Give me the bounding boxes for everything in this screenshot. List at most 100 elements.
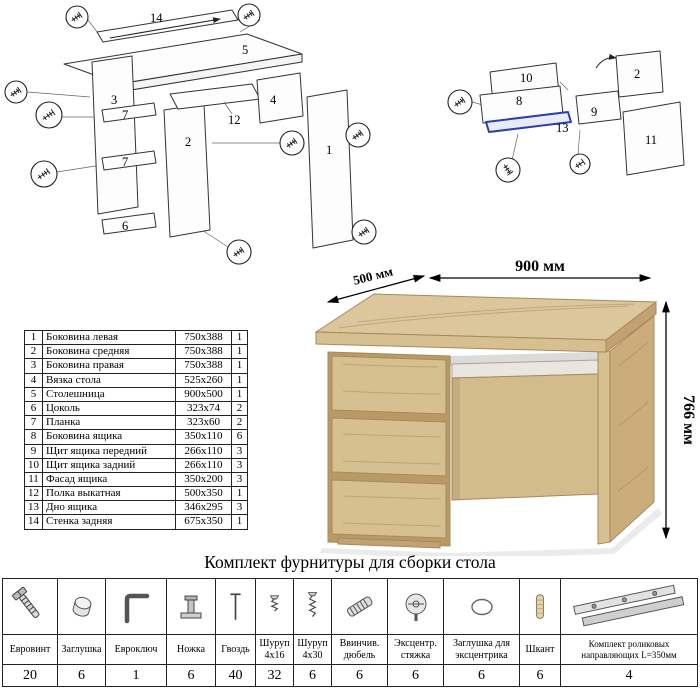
fastener-callout: [35, 101, 63, 129]
fastener-callout: [351, 219, 377, 245]
fastener-callout: [237, 3, 261, 27]
hex-key-icon: [124, 593, 150, 623]
part-name: Дно ящика: [42, 500, 176, 516]
part-qty: 3: [231, 457, 248, 473]
hardware-table: Евровинт Заглушка Евроключ Ножка Гвоздь …: [2, 578, 698, 687]
part-num: 13: [24, 500, 43, 516]
screw-long-icon: [307, 591, 318, 617]
hw-icon-cell: [106, 579, 167, 635]
part-num: 9: [24, 443, 43, 459]
leg-foot-icon: [180, 595, 202, 618]
part-qty: 1: [231, 386, 248, 402]
part-size: 323x74: [175, 400, 232, 417]
hw-icon-cell: [561, 579, 698, 635]
hw-icon-cell: [444, 579, 520, 635]
part-label: 7: [122, 155, 128, 169]
part-label: 8: [516, 94, 522, 108]
hw-label: Ввинчив. дюбель: [332, 635, 388, 665]
part-left-side: [91, 55, 139, 215]
hw-label: Шуруп 4x30: [294, 635, 332, 665]
cap-plug-icon: [72, 596, 91, 617]
part-label: 14: [150, 11, 163, 25]
part-facade: [622, 101, 685, 176]
hw-label: Шуруп 4x16: [256, 635, 294, 665]
part-tie: [256, 72, 304, 124]
part-name: Боковина правая: [42, 358, 176, 374]
height-dimension-label: 766 мм: [680, 395, 697, 445]
part-qty: 3: [231, 471, 248, 488]
hw-qty: 6: [520, 665, 561, 687]
part-size: 266x110: [175, 443, 232, 459]
part-name: Боковина средняя: [42, 344, 176, 360]
hw-icon-cell: [167, 579, 216, 635]
part-panel: [615, 50, 664, 98]
part-label: 2: [634, 67, 640, 81]
part-num: 4: [24, 372, 43, 388]
part-label: 6: [122, 219, 128, 233]
cam-lock-icon: [405, 593, 426, 621]
hw-label: Шкант: [520, 635, 561, 665]
fastener-callout: [279, 130, 305, 156]
part-name: Боковина левая: [42, 329, 176, 346]
part-num: 6: [24, 400, 43, 417]
fastener-callout: [345, 122, 371, 148]
part-size: 750x388: [175, 329, 232, 346]
hw-label: Евровинт: [3, 635, 58, 665]
part-name: Полка выкатная: [42, 486, 176, 502]
part-back-wall: [96, 9, 239, 43]
part-label: 9: [591, 105, 597, 119]
part-label: 3: [111, 93, 117, 107]
part-drawer-bottom: [485, 111, 572, 133]
part-size: 750x388: [175, 344, 232, 360]
part-num: 7: [24, 415, 43, 431]
hw-label: Комплект роликовых направляющих L=350мм: [561, 635, 698, 665]
fastener-callout: [226, 239, 252, 265]
hw-label: Заглушка для эксцентрика: [444, 635, 520, 665]
part-qty: 1: [231, 372, 248, 388]
part-num: 5: [24, 386, 43, 402]
part-size: 750x388: [175, 358, 232, 374]
exploded-diagram-desk: 14 5 3 7 7 6 2 12 4 1: [4, 3, 377, 265]
part-drawer-front: [575, 90, 622, 125]
part-num: 2: [24, 344, 43, 360]
hw-qty: 32: [256, 665, 294, 687]
fastener-callout: [569, 153, 591, 175]
hw-qty: 6: [167, 665, 216, 687]
fastener-callout: [65, 5, 89, 29]
hw-label: Ножка: [167, 635, 216, 665]
part-right-side: [306, 89, 354, 249]
part-label: 13: [556, 121, 569, 135]
screw-small-icon: [269, 594, 280, 611]
hw-label: Заглушка: [58, 635, 106, 665]
part-size: 350x110: [175, 429, 232, 445]
part-num: 10: [24, 457, 43, 473]
part-name: Стенка задняя: [42, 514, 176, 530]
wood-dowel-icon: [536, 593, 544, 619]
part-strip: [101, 102, 157, 123]
screw-dowel-icon: [346, 596, 373, 617]
part-label: 2: [185, 135, 191, 149]
part-label: 10: [520, 71, 533, 85]
hw-qty: 20: [3, 665, 58, 687]
part-size: 500x350: [175, 486, 232, 502]
part-qty: 3: [231, 443, 248, 459]
depth-dimension-label: 500 мм: [351, 263, 394, 287]
part-label: 7: [122, 108, 128, 122]
part-qty: 1: [231, 329, 248, 346]
hw-qty: 6: [388, 665, 444, 687]
part-size: 900x500: [175, 386, 232, 402]
hw-qty: 40: [216, 665, 256, 687]
part-qty: 2: [231, 400, 248, 417]
part-size: 675x350: [175, 514, 232, 530]
hw-icon-cell: [3, 579, 58, 635]
part-qty: 6: [231, 429, 248, 445]
hw-qty: 6: [444, 665, 520, 687]
part-name: Столешница: [42, 386, 176, 402]
